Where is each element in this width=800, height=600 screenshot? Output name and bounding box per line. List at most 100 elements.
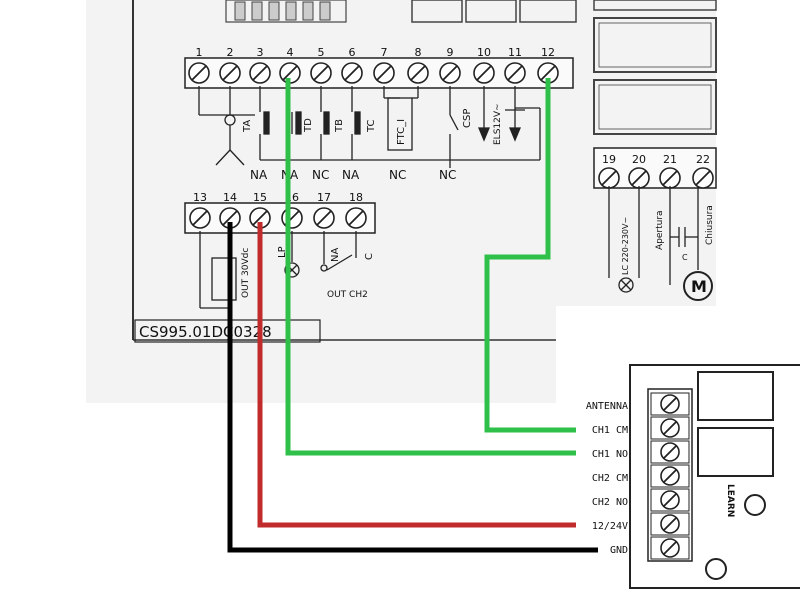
terminal-number-6: 6: [349, 46, 356, 59]
terminal-number-15: 15: [253, 191, 267, 204]
pin-ch2-no: CH2 NO: [592, 497, 628, 508]
lower-terminal-strip: [184, 202, 376, 234]
terminal-number-11: 11: [508, 46, 522, 59]
relay-blocks: [593, 0, 717, 135]
type-nc-9: NC: [439, 168, 456, 182]
receiver-terminal-screw: [660, 442, 680, 462]
terminal-screw-11: [504, 62, 526, 84]
terminal-number-14: 14: [223, 191, 237, 204]
terminal-screw-17: [313, 207, 335, 229]
label-tc: TC: [366, 119, 377, 133]
label-lp: LP: [277, 246, 288, 258]
terminal-number-2: 2: [227, 46, 234, 59]
terminal-screw-18: [345, 207, 367, 229]
wire-ch1-no-green: [285, 78, 576, 456]
type-na-6: NA: [342, 168, 360, 182]
receiver-terminal-screw: [660, 538, 680, 558]
pin-ch2-cm: CH2 CM: [592, 473, 628, 484]
label-td: TD: [303, 118, 314, 133]
label-tb: TB: [334, 119, 345, 133]
terminal-screw-5: [310, 62, 332, 84]
label-motor: M: [691, 277, 707, 296]
motor-terminal-screws: [598, 167, 714, 189]
receiver-terminal-cell: [650, 464, 690, 488]
pin-gnd: GND: [610, 545, 628, 556]
terminal-number-21: 21: [663, 153, 677, 166]
contact-symbols: [198, 86, 541, 168]
receiver-relay-2: [697, 427, 774, 477]
terminal-number-18: 18: [349, 191, 363, 204]
terminal-number-5: 5: [318, 46, 325, 59]
receiver-terminal-screw: [660, 394, 680, 414]
receiver-terminal-cell: [650, 416, 690, 440]
terminal-screw-6: [341, 62, 363, 84]
label-ta: TA: [242, 120, 253, 133]
receiver-terminal-cell: [650, 440, 690, 464]
terminal-screw-16: [281, 207, 303, 229]
receiver-terminal-screw: [660, 514, 680, 534]
terminal-screw-21: [659, 167, 681, 189]
receiver-terminal-screw: [660, 418, 680, 438]
label-out-ch2-na: NA: [330, 248, 341, 262]
label-out30: OUT 30Vdc: [241, 248, 251, 298]
terminal-number-3: 3: [257, 46, 264, 59]
receiver-terminal-cell: [650, 488, 690, 512]
receiver-terminal-screws: [650, 392, 690, 560]
terminal-screw-10: [473, 62, 495, 84]
terminal-screw-9: [439, 62, 461, 84]
terminal-number-19: 19: [602, 153, 616, 166]
label-ftc: FTC_I: [396, 119, 407, 145]
terminal-number-4: 4: [287, 46, 294, 59]
learn-label: LEARN: [725, 484, 735, 517]
receiver-terminal-cell: [650, 512, 690, 536]
learn-button[interactable]: [744, 494, 766, 516]
pin-ch1-no: CH1 NO: [592, 449, 628, 460]
label-chiusura: Chiusura: [705, 205, 715, 245]
wire-ch1-cm-green: [484, 78, 576, 433]
terminal-screw-13: [189, 207, 211, 229]
terminal-number-17: 17: [317, 191, 331, 204]
terminal-screw-15: [249, 207, 271, 229]
terminal-screw-3: [249, 62, 271, 84]
label-apertura: Apertura: [655, 210, 665, 250]
wire-gnd-black: [227, 222, 598, 553]
terminal-screw-8: [407, 62, 429, 84]
label-csp: CSP: [462, 109, 473, 128]
terminal-number-12: 12: [541, 46, 555, 59]
pin-antenna: ANTENNA: [586, 401, 628, 412]
terminal-number-8: 8: [415, 46, 422, 59]
label-cap: C: [682, 253, 688, 262]
receiver-terminal-cell: [650, 536, 690, 560]
terminal-screw-22: [692, 167, 714, 189]
label-lc: LC 220-230V~: [621, 217, 630, 275]
terminal-screw-7: [373, 62, 395, 84]
terminal-screw-2: [219, 62, 241, 84]
terminal-number-20: 20: [632, 153, 646, 166]
terminal-number-22: 22: [696, 153, 710, 166]
terminal-screw-20: [628, 167, 650, 189]
receiver-terminal-cell: [650, 392, 690, 416]
label-out-ch2-c: C: [364, 253, 375, 260]
terminal-number-10: 10: [477, 46, 491, 59]
receiver-relay-1: [697, 371, 774, 421]
terminal-number-7: 7: [381, 46, 388, 59]
type-nc-8: NC: [389, 168, 406, 182]
wire-12-24v-red: [257, 222, 576, 528]
label-out-ch2: OUT CH2: [327, 290, 368, 300]
model-code: CS995.01DC0328: [139, 323, 272, 341]
receiver-terminal-screw: [660, 466, 680, 486]
receiver-terminal-strip: [647, 388, 693, 562]
motor-terminal-numbers: 19 20 21 22: [602, 153, 710, 166]
contact-labels: TA TD TB TC FTC_I CSP ELS12V~: [242, 103, 503, 145]
pin-12-24v: 12/24V: [592, 521, 628, 532]
top-components: [225, 0, 577, 23]
top-terminal-screws: [188, 62, 559, 84]
terminal-screw-19: [598, 167, 620, 189]
terminal-number-1: 1: [196, 46, 203, 59]
terminal-number-13: 13: [193, 191, 207, 204]
type-na-3: NA: [250, 168, 268, 182]
receiver-led: [705, 558, 727, 580]
